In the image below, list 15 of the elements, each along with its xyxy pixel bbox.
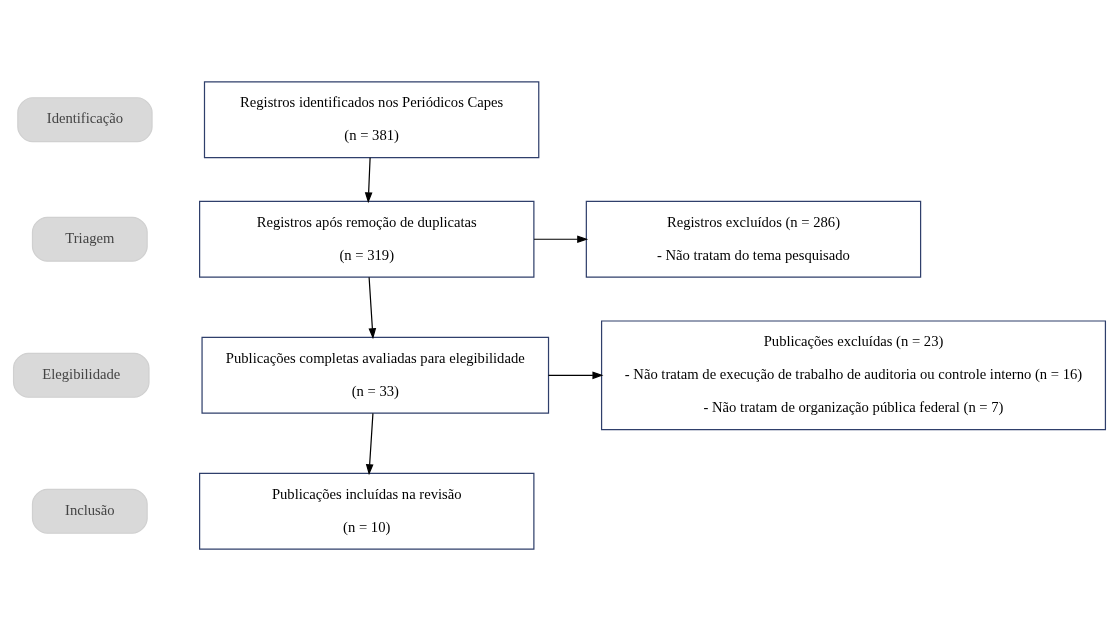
arrow — [364, 157, 373, 204]
node-box: Registros excluídos (n = 286) - Não tratam do tema pesquisado — [585, 200, 922, 278]
node-box: Registros identificados nos Periódicos Capes (n = 381) — [203, 81, 540, 159]
node-box: Elegibilidade — [12, 352, 150, 398]
node-box: Identificação — [17, 97, 153, 143]
node-box: Publicações completas avaliadas para elegibilidade (n = 33) — [201, 336, 550, 414]
arrow — [365, 412, 374, 476]
arrow — [547, 371, 604, 380]
node-box: Inclusão — [31, 488, 148, 534]
node-box: Triagem — [31, 216, 148, 262]
node-box: Publicações incluídas na revisão (n = 10) — [199, 472, 535, 550]
arrow — [533, 235, 589, 244]
arrow — [368, 276, 377, 340]
node-box: Publicações excluídas (n = 23) - Não tratam de execução de trabalho de auditoria ou controle interno (n = 16) - Não tratam de organização pública federal (n = 7) — [601, 320, 1107, 431]
node-box: Registros após remoção de duplicatas (n = 319) — [199, 200, 535, 278]
